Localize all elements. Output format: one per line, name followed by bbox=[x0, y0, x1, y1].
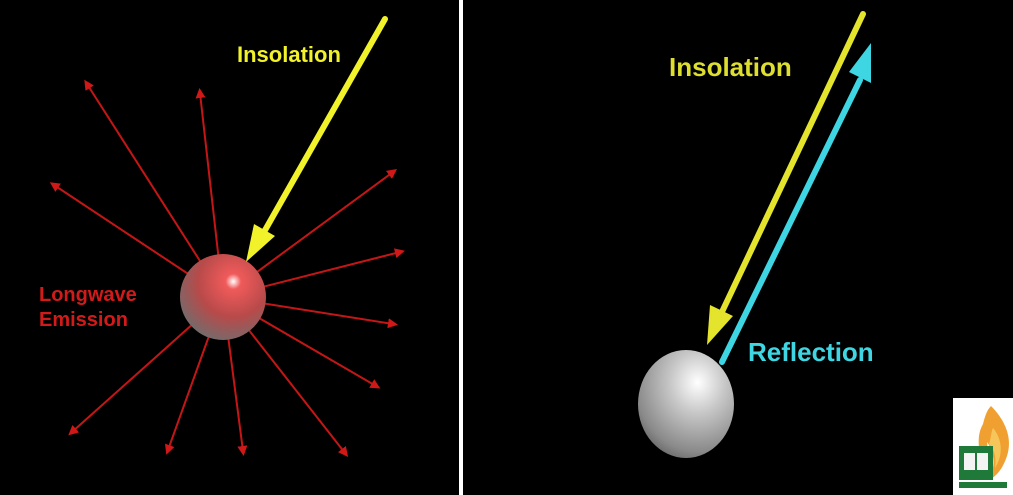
book-flame-logo bbox=[953, 398, 1013, 495]
diagram-reflection: Insolation Reflection bbox=[463, 0, 1013, 495]
insolation-label: Insolation bbox=[237, 42, 341, 68]
book-flame-icon bbox=[953, 398, 1013, 495]
longwave-emission-label: Longwave Emission bbox=[39, 283, 137, 333]
longwave-emission-label-line2: Emission bbox=[39, 308, 137, 333]
diagram-longwave-emission: Insolation Longwave Emission bbox=[0, 0, 459, 495]
emitting-sphere bbox=[180, 254, 266, 340]
reflecting-sphere bbox=[638, 350, 734, 458]
reflection-arrow bbox=[722, 43, 871, 362]
left-diagram-svg bbox=[0, 0, 459, 495]
longwave-emission-label-line1: Longwave bbox=[39, 283, 137, 308]
reflection-label: Reflection bbox=[748, 337, 874, 368]
insolation-label: Insolation bbox=[669, 52, 792, 83]
